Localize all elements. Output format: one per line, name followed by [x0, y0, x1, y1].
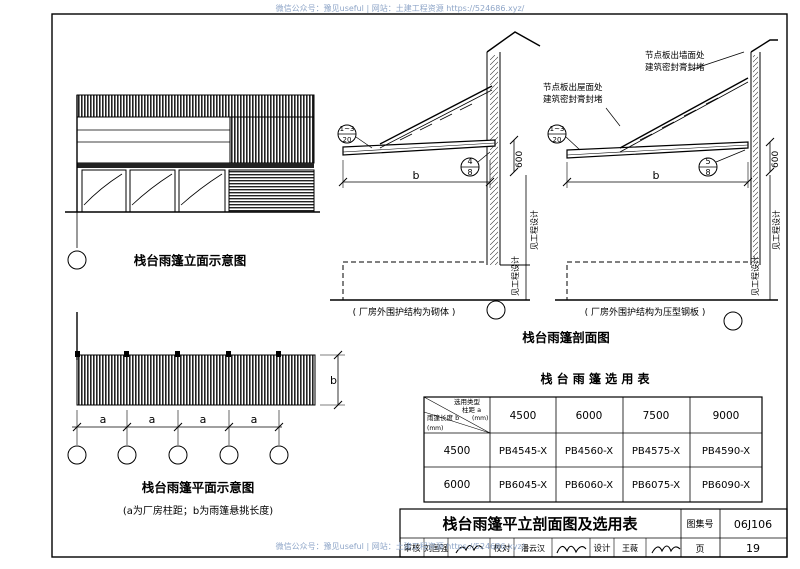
table-header-length-unit: (mm): [427, 425, 443, 432]
section-right-see-design-upper: 见工程设计: [771, 210, 781, 250]
section-left-detail-top: 1~3: [340, 125, 355, 133]
section-right-see-design-lower: 见工程设计: [750, 256, 760, 296]
table-col-9000: 9000: [713, 410, 740, 422]
table-col-6000: 6000: [576, 410, 603, 422]
page-label: 页: [695, 544, 704, 555]
atlas-label: 图集号: [686, 518, 713, 530]
table-header-length: 雨篷长度 b: [427, 413, 459, 422]
section-left: [330, 31, 541, 320]
table-cell: PB6045-X: [499, 480, 547, 491]
section-right-dim-600: 600: [771, 151, 781, 168]
section-right-ref-bottom: 8: [705, 168, 710, 177]
review-name: 刘国强: [424, 543, 448, 553]
table-cell: PB4545-X: [499, 446, 547, 457]
plan-note: (a为厂房柱距；b为雨篷悬挑长度): [123, 504, 273, 517]
table-cell: PB4560-X: [565, 446, 613, 457]
design-name: 王薇: [622, 543, 638, 553]
plan-dim-a-1: a: [100, 413, 107, 426]
section-right: [547, 39, 778, 331]
section-left-see-design-lower: 见工程设计: [510, 256, 520, 296]
section-left-detail-bottom: 20: [343, 136, 352, 144]
elevation-view: [65, 94, 320, 270]
plan-dim-a-4: a: [251, 413, 258, 426]
callout-roof-line-1: 节点板出屋面处: [543, 82, 603, 93]
table-row-b-6000: 6000: [444, 479, 471, 491]
callout-wall-line-2: 建筑密封膏封堵: [645, 62, 705, 73]
title-block-title: 栈台雨篷平立剖面图及选用表: [442, 515, 638, 533]
section-right-detail-top: 1~3: [550, 125, 565, 133]
elevation-title: 栈台雨篷立面示意图: [134, 253, 247, 268]
section-left-ref-bottom: 8: [467, 168, 472, 177]
section-left-dim-600: 600: [515, 151, 525, 168]
section-title: 栈台雨篷剖面图: [522, 330, 610, 345]
table-cell: PB6090-X: [702, 480, 750, 491]
table-cell: PB6075-X: [632, 480, 680, 491]
plan-title: 栈台雨篷平面示意图: [142, 480, 255, 495]
plan-dim-a-2: a: [149, 413, 156, 426]
table-title: 栈 台 雨 篷 选 用 表: [540, 371, 650, 386]
atlas-number: 06J106: [734, 518, 772, 531]
review-label: 审核: [403, 543, 421, 554]
signature-check: [556, 545, 587, 554]
table-header-span-unit: (mm): [472, 415, 488, 422]
section-right-caption: ( 厂房外围护结构为压型钢板 ): [585, 306, 706, 318]
table-row-b-4500: 4500: [444, 445, 471, 457]
watermark-top: 微信公众号：豫见useful | 网站：土建工程资源 https://52468…: [275, 4, 525, 13]
signature-review: [455, 544, 484, 554]
page-number: 19: [746, 542, 760, 555]
table-header-type: 选用类型: [454, 397, 481, 406]
section-left-see-design-upper: 见工程设计: [529, 210, 539, 250]
section-left-ref-top: 4: [467, 157, 472, 166]
table-header-span: 柱距 a: [462, 405, 481, 414]
watermark-bottom: 微信公众号：豫见useful | 网站：土建工程资源 https://52468…: [275, 542, 525, 551]
table-col-4500: 4500: [510, 410, 537, 422]
plan-dim-a-3: a: [200, 413, 207, 426]
callout-wall-line-1: 节点板出墙面处: [645, 50, 705, 61]
check-name: 潘云汉: [521, 543, 545, 553]
section-right-dim-b: b: [653, 169, 660, 182]
table-cell: PB6060-X: [565, 480, 613, 491]
section-left-dim-b: b: [413, 169, 420, 182]
table-col-7500: 7500: [643, 410, 670, 422]
selection-table: [423, 396, 763, 503]
callout-roof-line-2: 建筑密封膏封堵: [543, 94, 603, 105]
table-cell: PB4590-X: [702, 446, 750, 457]
table-cell: PB4575-X: [632, 446, 680, 457]
section-right-detail-bottom: 20: [553, 136, 562, 144]
design-label: 设计: [593, 543, 611, 554]
check-label: 校对: [493, 543, 511, 554]
title-block: [399, 508, 788, 558]
section-right-ref-top: 5: [705, 157, 710, 166]
signature-design: [651, 545, 681, 554]
plan-view: [67, 312, 345, 465]
section-left-caption: ( 厂房外围护结构为砌体 ): [353, 306, 456, 318]
plan-dim-b: b: [330, 374, 337, 387]
